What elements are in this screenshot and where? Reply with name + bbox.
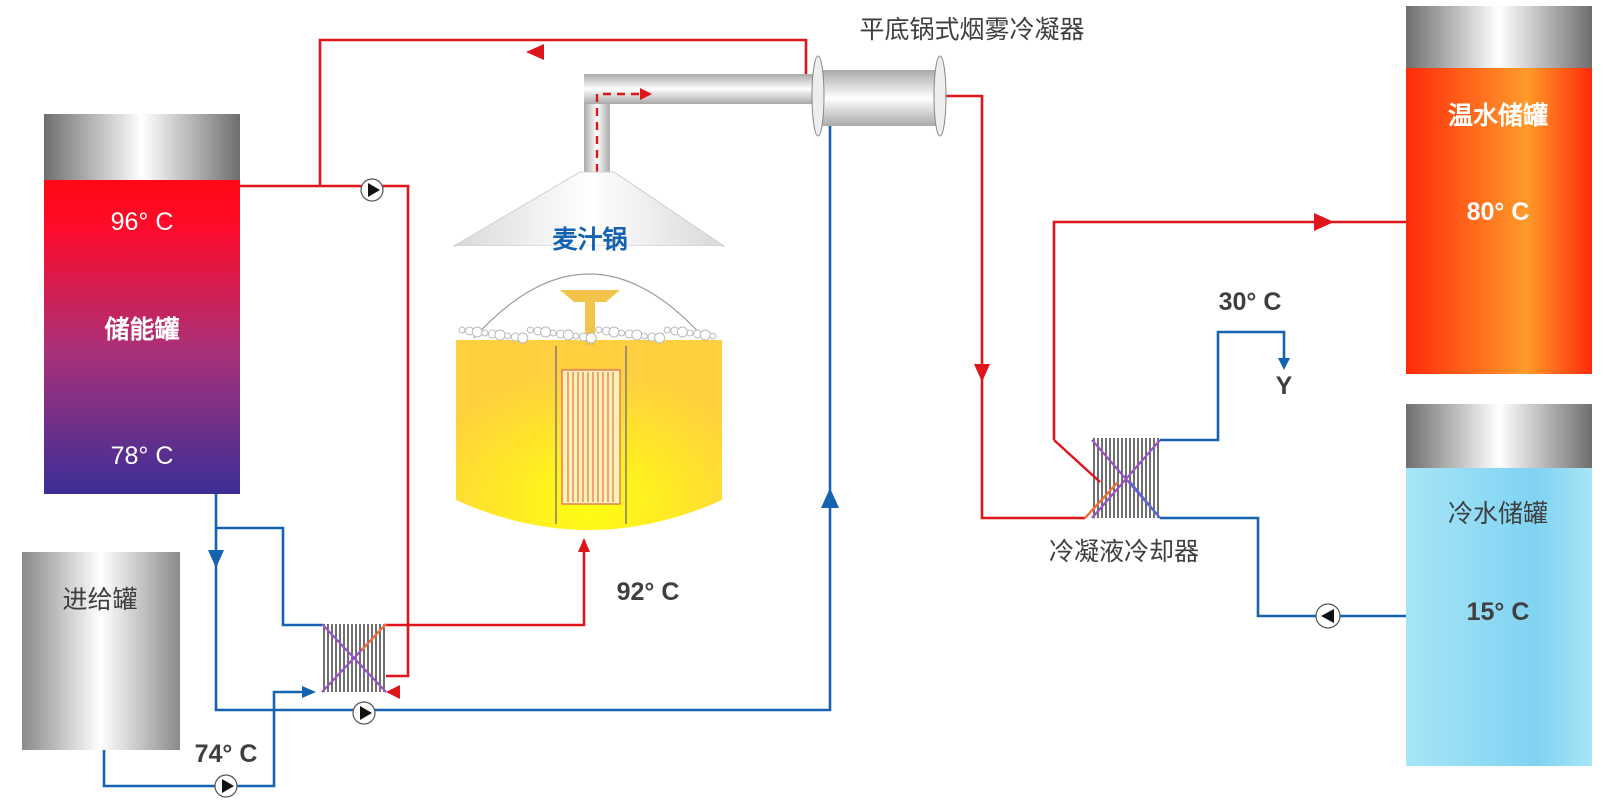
storage-temp-bottom: 78° C	[111, 442, 174, 470]
wort-kettle: 麦汁锅	[452, 74, 822, 530]
wort-kettle-label: 麦汁锅	[552, 226, 627, 254]
outlet-temp-label: 30° C	[1219, 288, 1282, 316]
arrow-down-outlet	[1278, 358, 1290, 370]
pumps	[214, 178, 1341, 798]
arrow-down-storage-bottom	[208, 550, 224, 568]
vapor-condenser-label: 平底锅式烟雾冷凝器	[859, 16, 1084, 44]
outlet-mark: Y	[1276, 372, 1293, 400]
arrow-right-feed	[302, 686, 316, 698]
warm-water-line	[1052, 220, 1410, 440]
condensate-cooler-hx	[1053, 436, 1161, 520]
hot-pipe-to-condenser	[318, 38, 808, 186]
condensate-cooler-label: 冷凝液冷却器	[1049, 538, 1199, 566]
feed-pipe	[102, 690, 312, 788]
cold-water-line	[1160, 516, 1408, 618]
flow-arrows	[208, 44, 1334, 699]
hot-pipes	[236, 38, 1410, 678]
cold-pipe-branch-hx	[216, 526, 322, 627]
condensate-line	[922, 94, 1085, 520]
hot-pipe-hx-to-kettle	[386, 540, 586, 627]
hot-pipe-storage-to-hx	[236, 184, 410, 678]
arrow-left-top	[526, 44, 544, 60]
feed-tank: 进给罐	[22, 552, 180, 750]
cold-water-tank: 冷水储罐 15° C	[1406, 404, 1592, 766]
vapor-condenser: 平底锅式烟雾冷凝器	[811, 16, 1085, 137]
kettle-inlet-temp: 92° C	[617, 578, 680, 606]
storage-tank: 96° C 储能罐 78° C	[44, 114, 240, 494]
arrow-down-condensate	[974, 364, 990, 382]
pump-icon	[360, 178, 384, 202]
cold-tank-temp: 15° C	[1467, 598, 1530, 626]
warm-tank-temp: 80° C	[1467, 198, 1530, 226]
cold-pipes	[102, 102, 1408, 788]
warm-water-tank: 温水储罐 80° C	[1406, 6, 1592, 374]
cold-tank-label: 冷水储罐	[1448, 500, 1548, 528]
pump-icon	[1315, 603, 1341, 629]
warm-tank-label: 温水储罐	[1448, 101, 1548, 130]
pump-icon	[214, 774, 238, 798]
outlet-line	[1160, 330, 1286, 442]
storage-tank-label: 储能罐	[104, 315, 179, 344]
arrow-right-warm	[1314, 213, 1334, 231]
arrow-left-hx-hot	[386, 685, 400, 699]
arrow-up-kettle-inlet	[578, 538, 590, 552]
storage-temp-top: 96° C	[111, 208, 174, 236]
feed-tank-label: 进给罐	[62, 586, 137, 614]
pump-icon	[352, 701, 376, 725]
plate-heat-exchanger	[321, 622, 387, 694]
arrow-up-return	[821, 488, 839, 508]
feed-temp-label: 74° C	[195, 740, 258, 768]
